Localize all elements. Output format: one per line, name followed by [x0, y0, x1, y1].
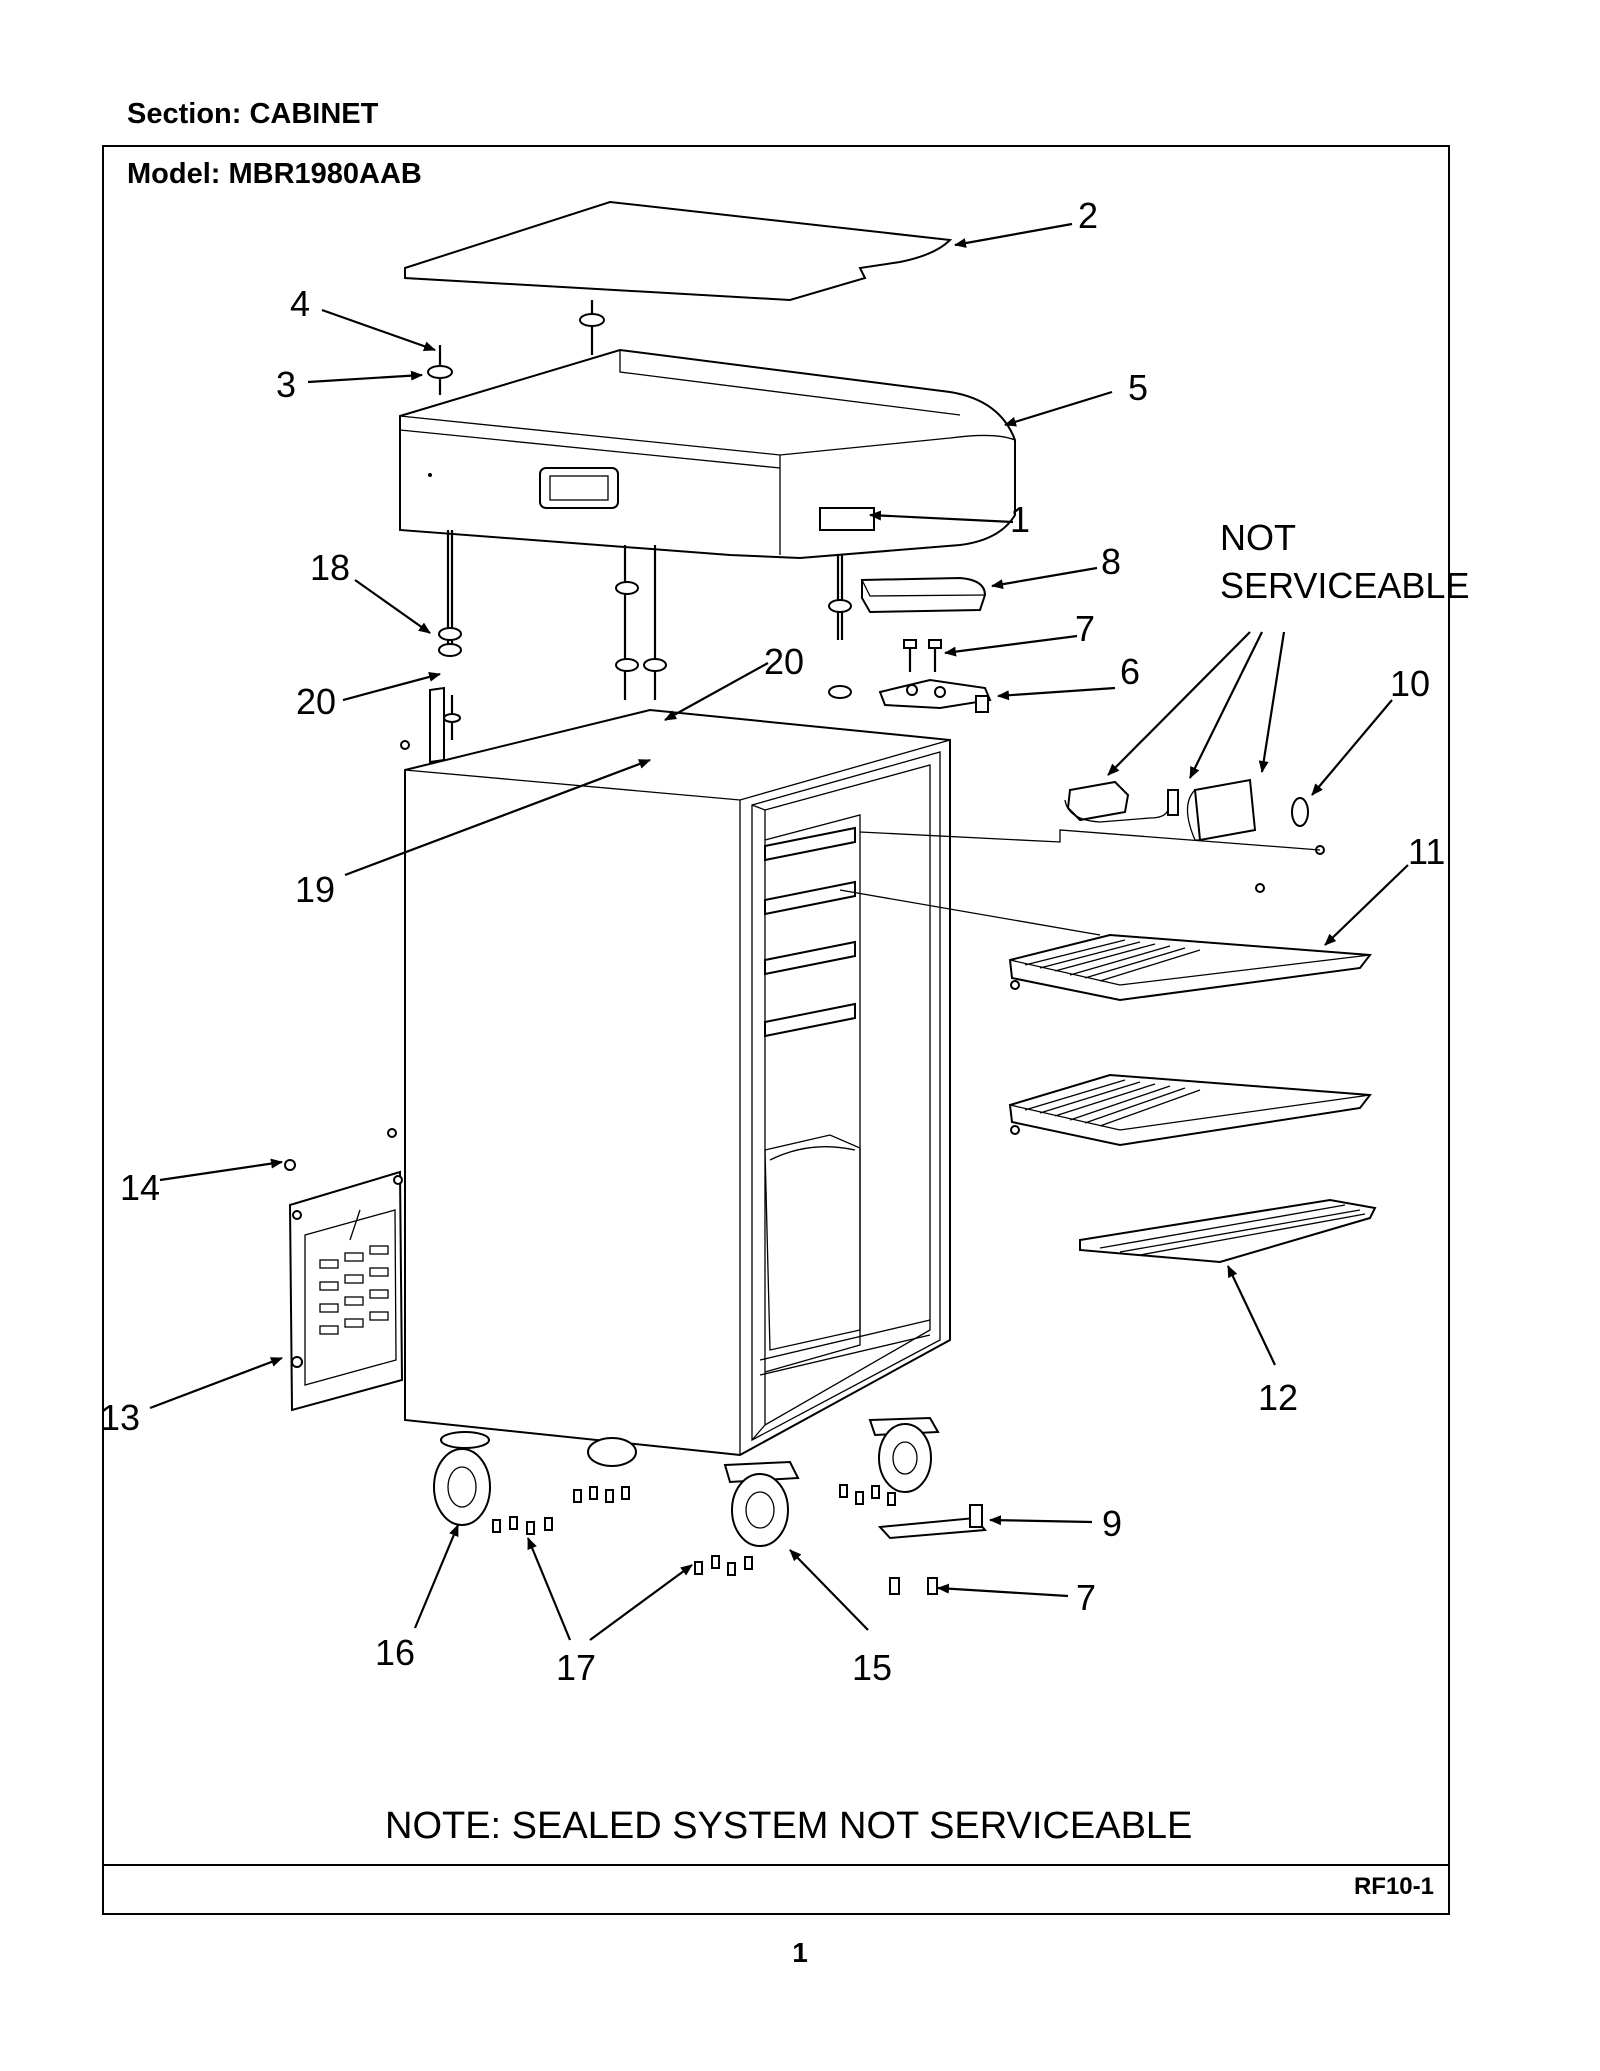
page-code: RF10-1 [1353, 1873, 1434, 1900]
page-number: 1 [792, 1937, 808, 1968]
leader-arrows [149, 222, 1409, 1641]
callout-13: 13 [100, 1397, 140, 1438]
callout-6: 6 [1120, 651, 1140, 692]
callout-2: 2 [1078, 195, 1098, 236]
callout-labels: 1 2 3 4 5 6 7 8 9 10 11 12 13 14 15 16 1… [100, 195, 1445, 1688]
callout-5: 5 [1128, 367, 1148, 408]
callout-1: 1 [1010, 499, 1030, 540]
rear-access-panel [284, 1128, 404, 1412]
left-bracket [400, 686, 461, 764]
wire-shelf-middle [1008, 1073, 1372, 1147]
not-serviceable-label-line2: SERVICEABLE [1220, 565, 1469, 606]
callout-7-bottom: 7 [1076, 1577, 1096, 1618]
callout-14: 14 [120, 1167, 160, 1208]
callout-3: 3 [276, 364, 296, 405]
model-title: Model: MBR1980AAB [127, 158, 422, 190]
caster-front-right [723, 1460, 800, 1547]
diagram-frame [102, 145, 1450, 1915]
wire-shelf-upper [1008, 933, 1372, 1002]
callout-20-right: 20 [764, 641, 804, 682]
callout-20-left: 20 [296, 681, 336, 722]
top-housing [399, 348, 1016, 560]
hinge-bracket-top [878, 639, 992, 713]
wire-shelf-lower [1079, 1198, 1377, 1264]
electrical-components [859, 778, 1325, 893]
callout-12: 12 [1258, 1377, 1298, 1418]
caster-bolts [492, 1484, 896, 1576]
callout-18: 18 [310, 547, 350, 588]
sealed-system-note: NOTE: SEALED SYSTEM NOT SERVICEABLE [385, 1805, 1192, 1847]
cabinet-body [404, 708, 951, 1457]
cover-plate [861, 576, 987, 614]
callout-10: 10 [1390, 663, 1430, 704]
not-serviceable-label-line1: NOT [1220, 517, 1296, 558]
caster-rear-left [587, 1437, 637, 1467]
callout-19: 19 [295, 869, 335, 910]
top-screws [427, 300, 605, 395]
support-rods [438, 530, 852, 759]
caster-front-left [433, 1431, 491, 1526]
hinge-bracket-bottom [877, 1504, 987, 1595]
callout-9: 9 [1102, 1503, 1122, 1544]
top-panel [404, 200, 953, 302]
caster-rear-right [868, 1416, 940, 1493]
shelf-leader-line [839, 889, 1101, 936]
callout-8: 8 [1101, 541, 1121, 582]
callout-15: 15 [852, 1647, 892, 1688]
callout-17: 17 [556, 1647, 596, 1688]
callout-7-top: 7 [1075, 608, 1095, 649]
callout-4: 4 [290, 283, 310, 324]
section-title: Section: CABINET [127, 98, 379, 130]
callout-16: 16 [375, 1632, 415, 1673]
footer-rule [102, 1864, 1450, 1866]
callout-11: 11 [1408, 831, 1445, 872]
